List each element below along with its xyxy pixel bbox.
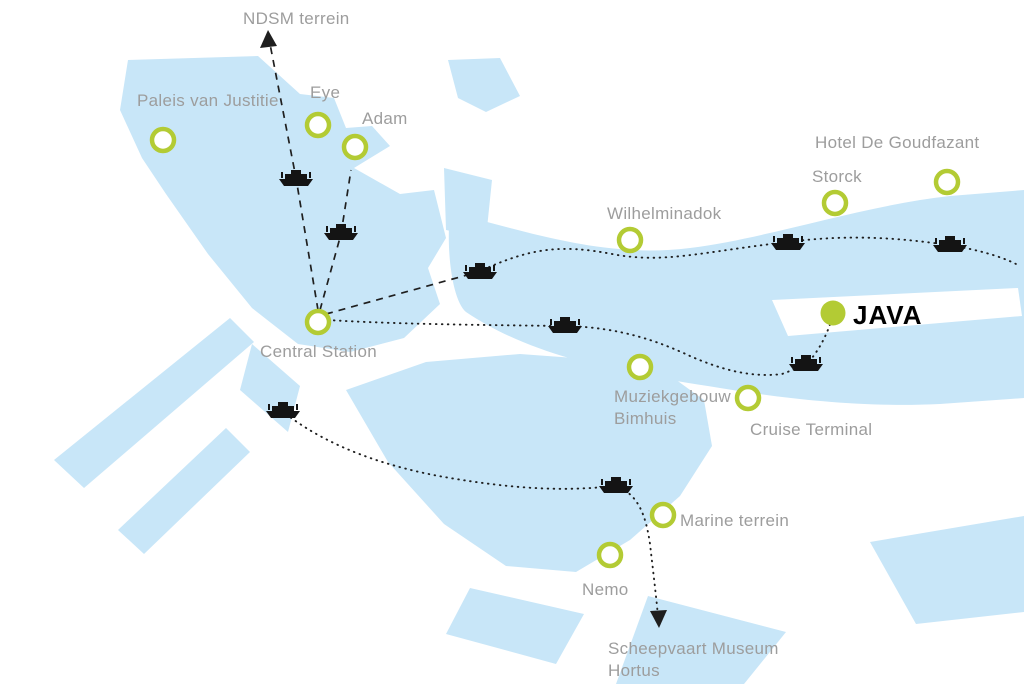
water-shape-canal-b <box>118 428 250 554</box>
label-cruise-terminal: Cruise Terminal <box>750 420 872 439</box>
water-shape-north-inlet <box>448 58 520 112</box>
label-hortus: Hortus <box>608 661 660 680</box>
water-shape-south-canal-a <box>446 588 584 664</box>
label-hotel-de-goudfazant: Hotel De Goudfazant <box>815 133 979 152</box>
route-north-shore <box>477 236 1017 273</box>
route-central-to-ij <box>325 271 479 315</box>
label-java: JAVA <box>853 300 923 330</box>
route-south <box>285 413 659 617</box>
water-shape-canal-a <box>54 318 254 488</box>
label-bimhuis: Bimhuis <box>614 409 677 428</box>
station-marine-terrein-marker[interactable] <box>649 501 677 529</box>
station-adam-marker[interactable] <box>341 133 369 161</box>
label-adam: Adam <box>362 109 408 128</box>
station-central-station-marker[interactable] <box>304 308 332 336</box>
route-arrow-ndsm <box>260 30 277 48</box>
water-layer <box>54 56 1024 684</box>
station-wilhelminadok-marker[interactable] <box>616 226 644 254</box>
station-cruise-terminal-marker[interactable] <box>734 384 762 412</box>
label-wilhelminadok: Wilhelminadok <box>607 204 722 223</box>
station-hotel-de-goudfazant-marker[interactable] <box>933 168 961 196</box>
label-storck: Storck <box>812 167 862 186</box>
label-nemo: Nemo <box>582 580 629 599</box>
water-shape-ij-main-band <box>448 190 1024 405</box>
label-central-station: Central Station <box>260 342 377 361</box>
stations-layer <box>149 111 961 569</box>
water-shape-oosterdok <box>346 354 712 572</box>
label-marine-terrein: Marine terrein <box>680 511 789 530</box>
station-paleis-van-justitie-marker[interactable] <box>149 126 177 154</box>
label-eye: Eye <box>310 83 340 102</box>
station-java-marker[interactable] <box>820 300 846 326</box>
label-muziekgebouw: Muziekgebouw <box>614 387 731 406</box>
route-arrow-scheepvaart <box>650 610 667 628</box>
label-scheepvaart-museum: Scheepvaart Museum <box>608 639 779 658</box>
label-ndsm-terrein: NDSM terrein <box>243 9 350 28</box>
station-storck-marker[interactable] <box>821 189 849 217</box>
water-shape-southeast-basin <box>870 516 1024 624</box>
label-paleis-van-justitie: Paleis van Justitie <box>137 91 279 110</box>
station-muziekgebouw-bimhuis-marker[interactable] <box>626 353 654 381</box>
station-eye-marker[interactable] <box>304 111 332 139</box>
water-shape-ij-west-basin <box>120 56 446 352</box>
label-layer: NDSM terrein Paleis van Justitie Eye Ada… <box>137 9 979 680</box>
station-nemo-marker[interactable] <box>596 541 624 569</box>
